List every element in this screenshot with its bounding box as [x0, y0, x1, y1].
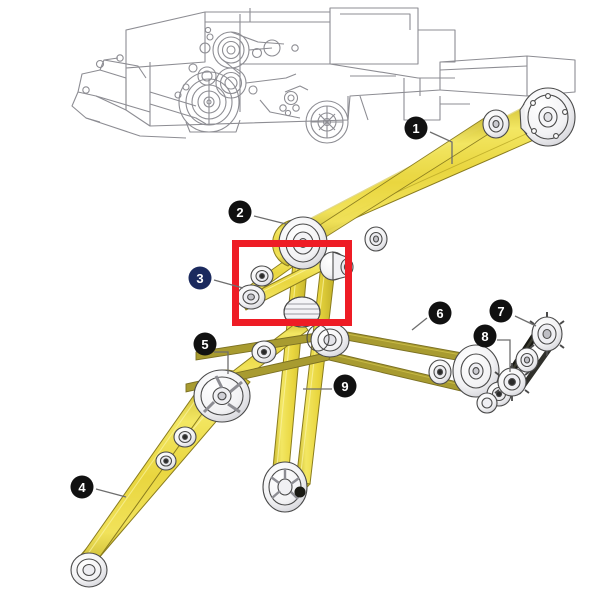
right-large-pulley — [452, 344, 500, 398]
callout-badge-9[interactable] — [333, 374, 357, 398]
callout-leader-5 — [214, 351, 229, 374]
left-belt-idler-upper — [173, 426, 197, 448]
callout-badge-1[interactable] — [404, 116, 428, 140]
callout-leader-2 — [253, 215, 287, 225]
bottom-right-small-sprocket — [476, 392, 498, 414]
callout-badge-4[interactable] — [70, 475, 94, 499]
callout-leader-8 — [497, 339, 511, 372]
callout-badge-6[interactable] — [428, 301, 452, 325]
bottom-left-end-pulley — [70, 552, 108, 588]
callout-leader-6 — [411, 317, 428, 331]
top-right-flanged-pulley — [519, 87, 576, 147]
callout-badge-2[interactable] — [228, 200, 252, 224]
callout-badge-3[interactable] — [188, 266, 212, 290]
callout-7[interactable]: 7 — [489, 299, 537, 327]
combine-harvester-outline — [71, 7, 576, 144]
highlighted-small-idler — [250, 265, 274, 287]
highlighted-lower-idler — [236, 284, 266, 310]
mid-chain-sprocket — [515, 347, 539, 373]
top-right-idler — [482, 109, 510, 139]
hardware-group — [70, 87, 576, 588]
callout-badge-8[interactable] — [473, 324, 497, 348]
callout-leader-3 — [213, 279, 244, 289]
left-belt-idler-lower — [155, 451, 177, 471]
callout-badge-7[interactable] — [489, 299, 513, 323]
bottom-center-spoked-pulley — [262, 461, 308, 513]
callout-4[interactable]: 4 — [70, 475, 127, 499]
callout-2[interactable]: 2 — [228, 200, 287, 225]
main-drive-belt-upper-right — [295, 95, 557, 253]
highlight-region — [232, 240, 352, 326]
callout-6[interactable]: 6 — [411, 301, 452, 331]
callout-leader-4 — [95, 488, 127, 498]
callout-leader-1 — [429, 131, 453, 164]
lower-chain-sprocket — [494, 363, 530, 401]
right-belt-idler — [428, 359, 452, 385]
large-spoked-pulley-left — [193, 369, 251, 423]
upper-center-idler-right — [364, 226, 388, 252]
center-double-pulley — [306, 322, 350, 358]
callout-badge-5[interactable] — [193, 332, 217, 356]
left-idler-small — [251, 340, 277, 364]
callout-leader-7 — [514, 315, 537, 327]
upper-chain-sprocket — [529, 312, 565, 356]
